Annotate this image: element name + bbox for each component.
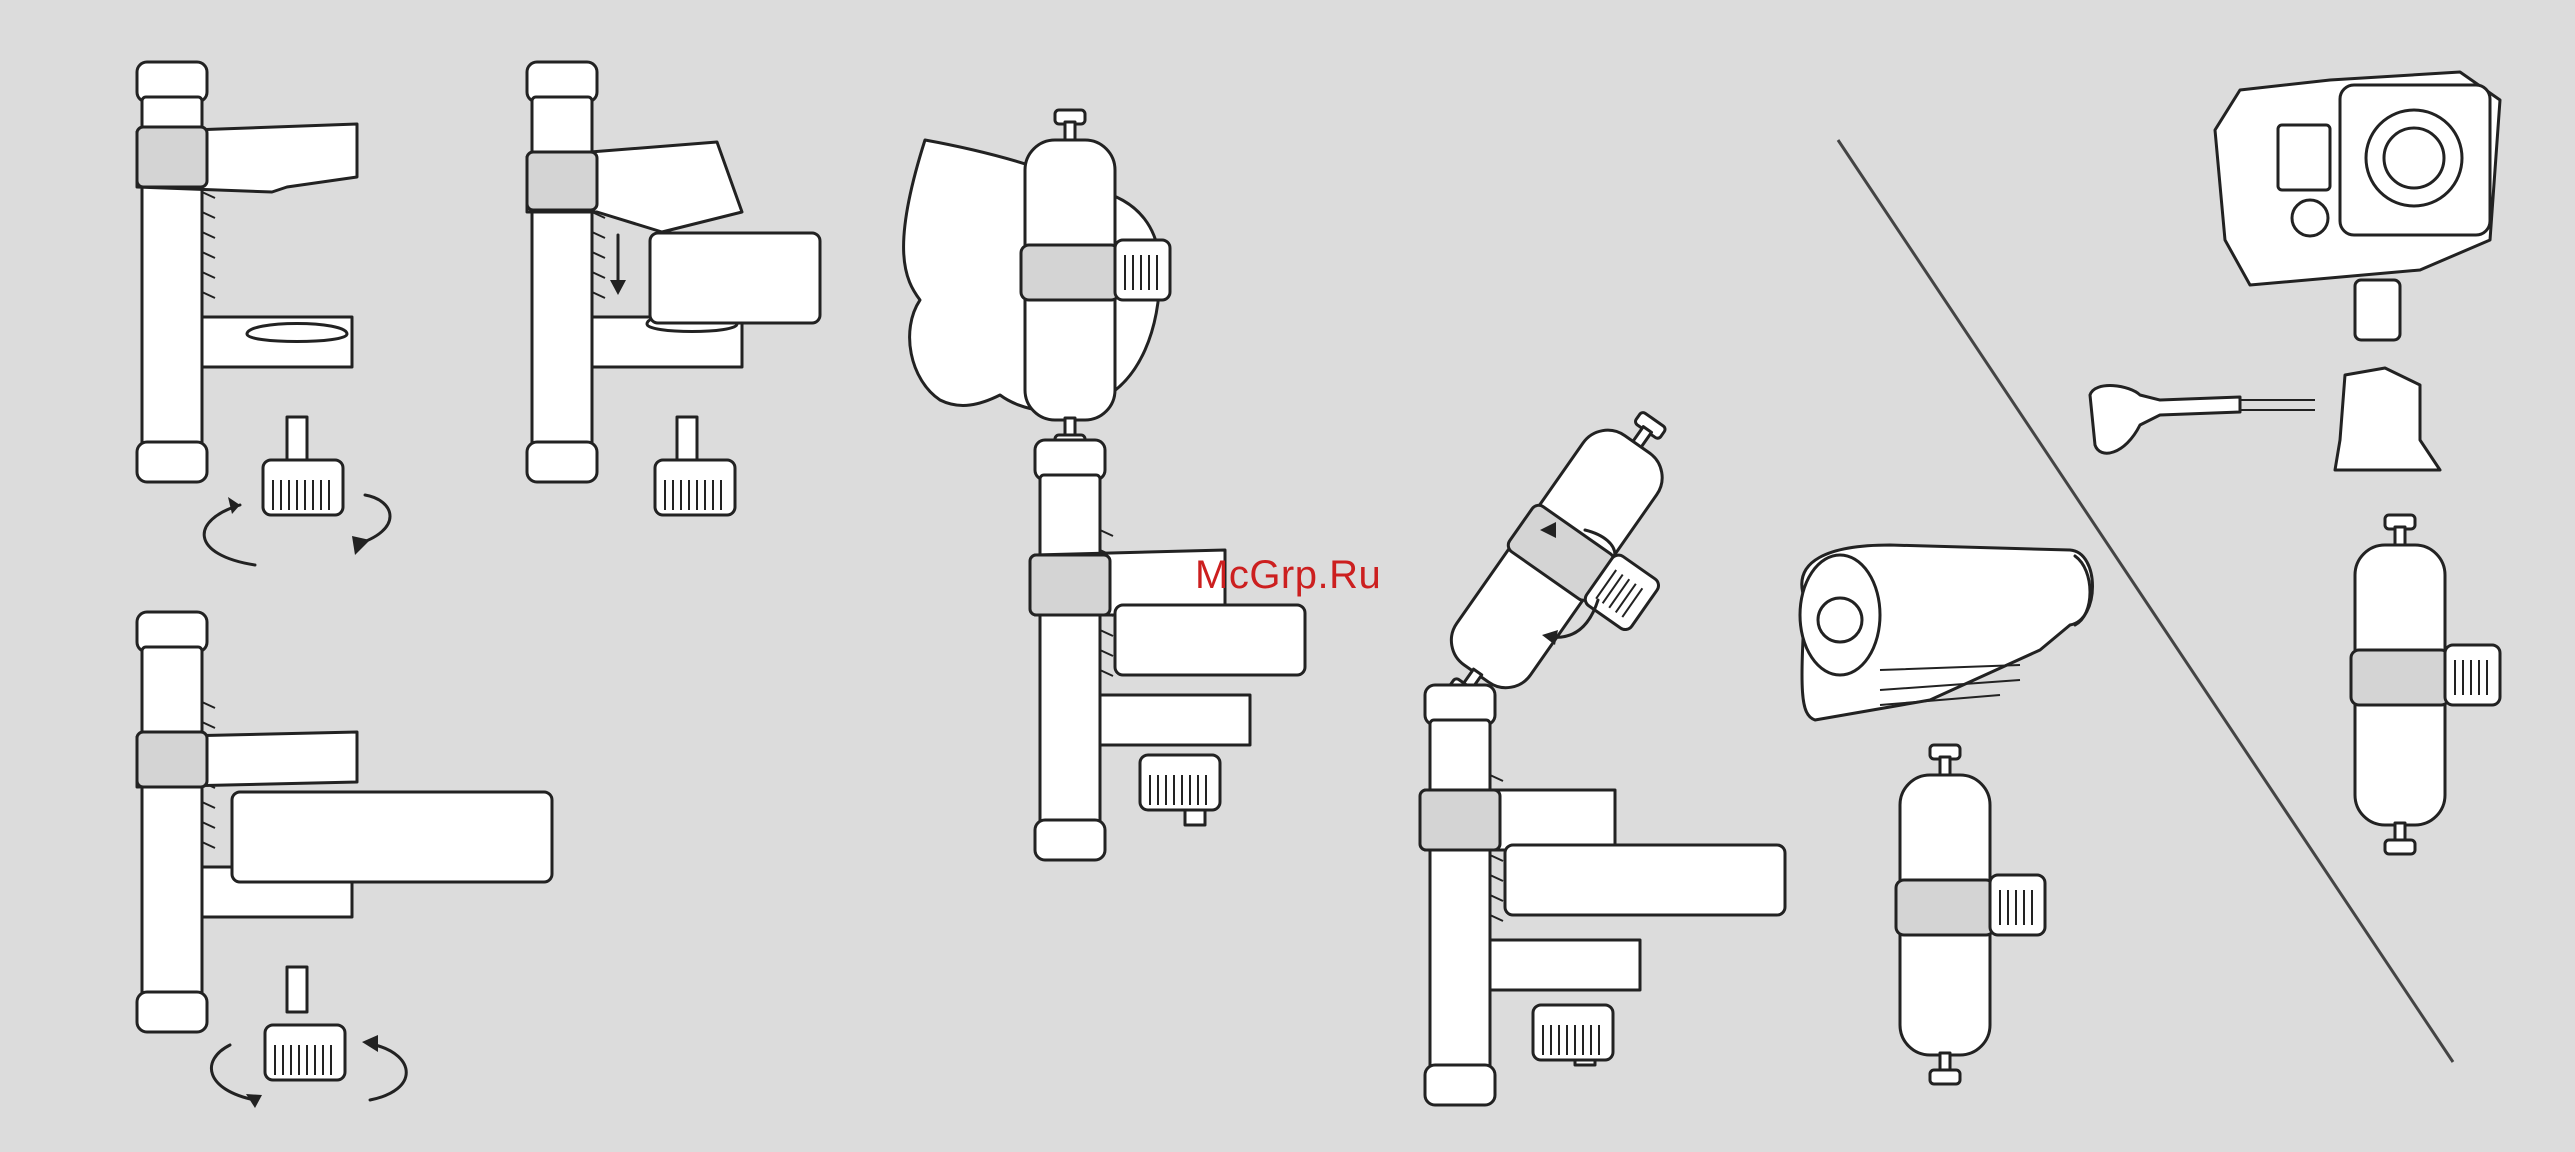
step-mount-camera — [2090, 72, 2500, 854]
clamp-icon — [137, 62, 357, 482]
mount-arm-icon — [2351, 515, 2500, 854]
action-camera-icon — [2215, 72, 2500, 340]
thumbscrew-icon — [655, 460, 735, 515]
clamp-icon — [137, 612, 552, 1032]
step-insert-bar — [527, 62, 820, 515]
mount-arm-icon — [1021, 110, 1170, 449]
adapter-icon — [2090, 368, 2440, 470]
thumbscrew-icon — [1140, 755, 1220, 810]
mount-arm-icon — [1896, 745, 2045, 1084]
step-attach-arm — [904, 110, 1305, 860]
thumbscrew-icon — [265, 1025, 345, 1080]
step-tighten-clamp — [137, 612, 552, 1108]
step-adjust-angle — [1420, 392, 1785, 1105]
step-mount-action-cam — [1800, 545, 2093, 1084]
watermark: McGrp.Ru — [1195, 553, 1381, 598]
bullet-camera-icon — [1800, 545, 2093, 720]
bar-icon — [650, 233, 820, 323]
down-arrow-icon — [610, 235, 626, 295]
thumbscrew-icon — [263, 460, 343, 515]
thumbscrew-icon — [1533, 1005, 1613, 1060]
step-open-clamp — [137, 62, 390, 565]
